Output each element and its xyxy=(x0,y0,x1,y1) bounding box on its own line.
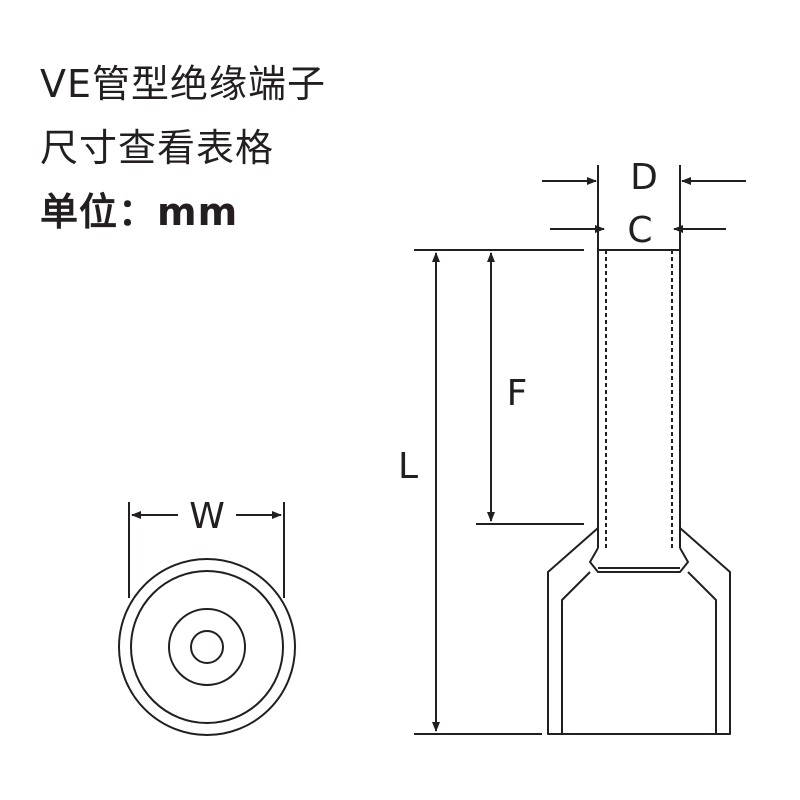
extension-lines xyxy=(414,249,584,735)
front-outer-circle xyxy=(118,558,296,736)
label-F: F xyxy=(507,373,528,414)
unit-label: 单位：mm xyxy=(40,190,239,234)
sleeve-inner xyxy=(561,571,717,734)
front-mid-circle xyxy=(130,570,284,724)
label-C: C xyxy=(627,210,652,251)
title-block: VE管型绝缘端子 尺寸查看表格 单位：mm xyxy=(40,52,326,244)
sleeve-outer xyxy=(547,527,731,735)
product-title: VE管型绝缘端子 xyxy=(40,62,327,106)
terminal-front-view xyxy=(118,558,296,736)
label-W: W xyxy=(189,496,225,537)
label-D: D xyxy=(630,157,658,198)
table-subtitle: 尺寸查看表格 xyxy=(40,126,275,170)
front-hole-circle xyxy=(190,630,224,664)
label-L: L xyxy=(398,446,418,487)
sleeve-collar xyxy=(589,547,689,573)
dimension-W xyxy=(128,502,285,598)
front-inner-circle xyxy=(168,608,246,686)
